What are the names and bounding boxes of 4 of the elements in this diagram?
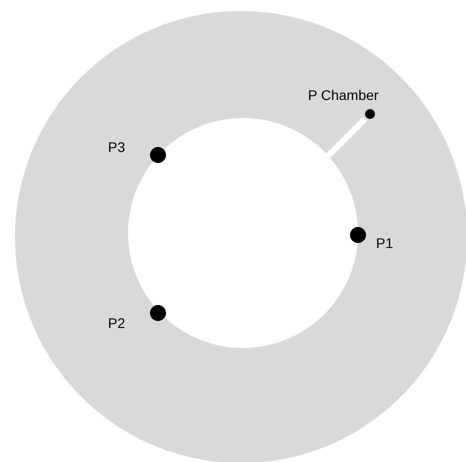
port-label: P Chamber — [308, 87, 379, 103]
port-label: P3 — [108, 139, 126, 155]
port-label: P1 — [376, 235, 394, 251]
port-label: P2 — [108, 315, 126, 331]
